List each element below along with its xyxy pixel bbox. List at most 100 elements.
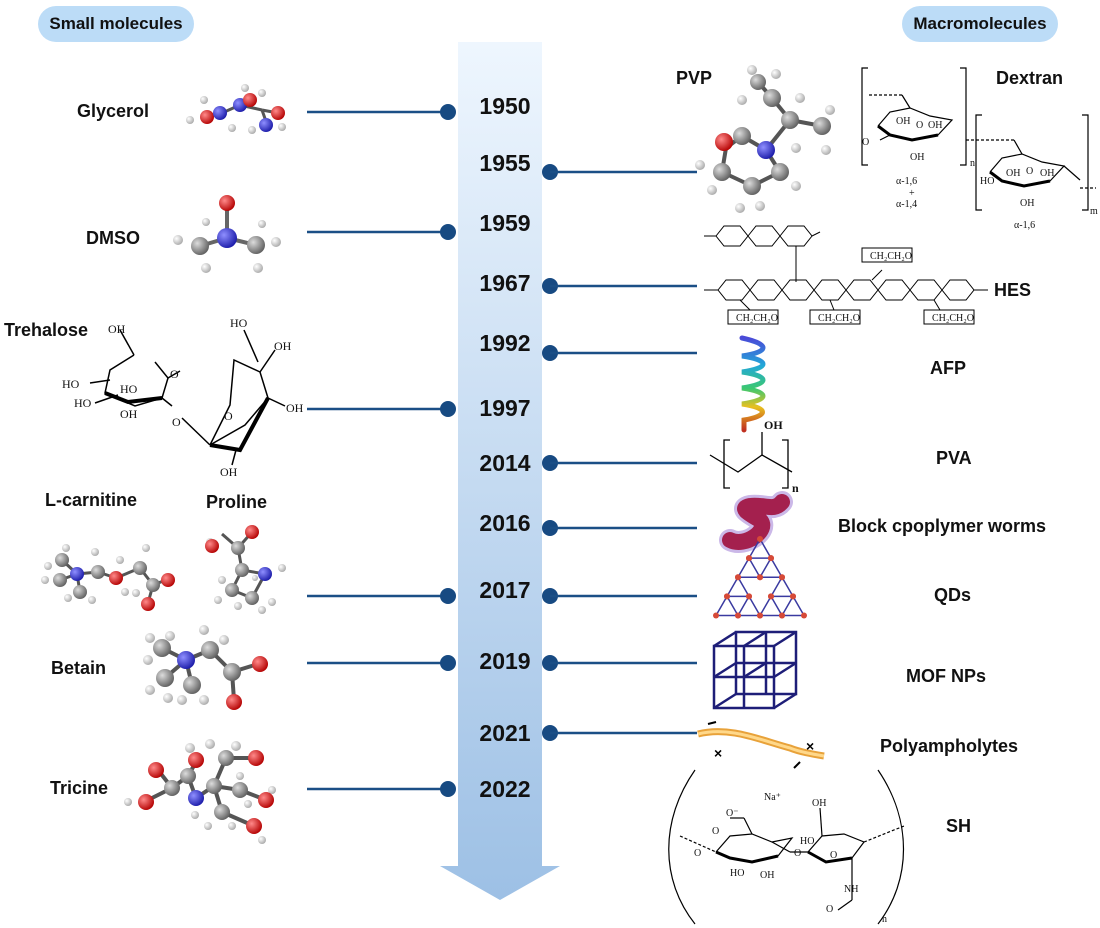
svg-text:O: O xyxy=(694,848,701,859)
qds-atom xyxy=(768,555,774,562)
year-label: 2016 xyxy=(479,510,531,536)
svg-text:OH: OH xyxy=(108,322,126,336)
qds-atom xyxy=(768,593,774,600)
svg-text:α-1,6: α-1,6 xyxy=(896,176,917,187)
year-label: 2021 xyxy=(479,720,531,746)
trehalose-label: Trehalose xyxy=(4,320,89,340)
svg-text:O: O xyxy=(712,826,719,837)
mof-image xyxy=(712,630,798,710)
qds-atom xyxy=(757,535,763,542)
year-label: 1997 xyxy=(479,395,531,421)
tricine-molecule-image xyxy=(124,739,276,844)
right-connectors xyxy=(542,164,697,741)
svg-text:OH: OH xyxy=(1040,168,1054,179)
year-label: 2017 xyxy=(479,577,531,603)
polyampholytes-image: × × xyxy=(697,721,825,769)
svg-text:CH₂CH₂O: CH₂CH₂O xyxy=(818,313,860,324)
qds-atom xyxy=(779,574,785,581)
betain-molecule-image xyxy=(143,625,268,710)
svg-text:n: n xyxy=(792,481,799,495)
mof-nps-label: MOF NPs xyxy=(906,666,987,686)
svg-text:OH: OH xyxy=(764,418,783,432)
tricine-label: Tricine xyxy=(50,778,109,798)
svg-text:OH: OH xyxy=(286,401,304,415)
svg-text:O: O xyxy=(172,415,181,429)
hes-structure xyxy=(704,225,988,325)
svg-text:OH: OH xyxy=(928,120,942,131)
l-carnitine-molecule-image xyxy=(41,544,175,611)
dextran-labels: O OH OH OH O O HO OH OH OH n m α-1,6 + α… xyxy=(862,116,1098,231)
svg-text:OH: OH xyxy=(120,407,138,421)
betain-label: Betain xyxy=(51,658,107,678)
year-label: 2019 xyxy=(479,648,531,674)
svg-text:HO: HO xyxy=(230,316,248,330)
svg-text:n: n xyxy=(970,158,975,169)
svg-text:HO: HO xyxy=(980,176,994,187)
year-label: 1967 xyxy=(479,270,531,296)
svg-text:OH: OH xyxy=(896,116,910,127)
svg-text:OH: OH xyxy=(760,870,774,881)
qds-atom xyxy=(724,593,730,600)
svg-text:HO: HO xyxy=(62,377,80,391)
small-molecules-header: Small molecules xyxy=(38,6,194,42)
qds-atom xyxy=(790,593,796,600)
sh-structure xyxy=(668,769,905,925)
macromolecules-header: Macromolecules xyxy=(902,6,1058,42)
svg-text:OH: OH xyxy=(274,339,292,353)
hes-labels: CH₂CH₂O CH₂CH₂O CH₂CH₂O CH₂CH₂O xyxy=(736,251,974,324)
year-label: 2014 xyxy=(479,450,531,476)
qds-atom xyxy=(735,612,741,619)
qds-atom xyxy=(757,612,763,619)
sh-labels: Na⁺ O⁻ O O HO OH O OH HO O NH O n xyxy=(694,792,887,925)
sh-label: SH xyxy=(946,816,972,836)
svg-text:HO: HO xyxy=(120,382,138,396)
svg-text:O: O xyxy=(1026,166,1033,177)
proline-label: Proline xyxy=(206,492,268,512)
svg-text:CH₂CH₂O: CH₂CH₂O xyxy=(932,313,974,324)
svg-text:CH₂CH₂O: CH₂CH₂O xyxy=(736,313,778,324)
dextran-label: Dextran xyxy=(996,68,1064,88)
pvp-label: PVP xyxy=(676,68,713,88)
svg-text:O: O xyxy=(170,367,179,381)
qds-atom xyxy=(746,593,752,600)
svg-text:HO: HO xyxy=(74,396,92,410)
glycerol-molecule-image xyxy=(186,84,286,134)
year-label: 1992 xyxy=(479,330,531,356)
hes-label: HES xyxy=(994,280,1032,300)
svg-text:CH₂CH₂O: CH₂CH₂O xyxy=(870,251,912,262)
svg-text:α-1,4: α-1,4 xyxy=(896,199,917,210)
qds-atom xyxy=(757,574,763,581)
dmso-molecule-image xyxy=(173,195,281,273)
qds-atom xyxy=(801,612,807,619)
qds-atom xyxy=(735,574,741,581)
left-connectors xyxy=(307,104,456,797)
svg-text:OH: OH xyxy=(910,152,924,163)
year-label: 1955 xyxy=(479,150,531,176)
pva-labels: OH n xyxy=(764,418,799,495)
qds-bond xyxy=(736,594,762,617)
svg-text:O: O xyxy=(916,120,923,131)
dextran-structure xyxy=(861,67,1096,211)
year-label: 1950 xyxy=(479,93,531,119)
qds-bond xyxy=(714,594,740,617)
svg-text:HO: HO xyxy=(730,868,744,879)
svg-text:OH: OH xyxy=(1006,168,1020,179)
qds-atom xyxy=(713,612,719,619)
qds-image xyxy=(713,535,807,619)
svg-text:O: O xyxy=(794,848,801,859)
afp-helix-image xyxy=(739,335,766,433)
svg-text:O: O xyxy=(830,850,837,861)
svg-text:OH: OH xyxy=(812,798,826,809)
timeline-arrow xyxy=(440,42,560,900)
svg-text:m: m xyxy=(1090,206,1098,217)
qds-bond xyxy=(747,537,773,559)
dmso-label: DMSO xyxy=(86,228,140,248)
l-carnitine-label: L-carnitine xyxy=(45,490,138,510)
worm-image xyxy=(719,491,793,553)
svg-text:O: O xyxy=(826,904,833,915)
qds-bond xyxy=(736,556,762,578)
year-label: 2022 xyxy=(479,776,531,802)
qds-bond xyxy=(758,594,784,617)
svg-text:OH: OH xyxy=(1020,198,1034,209)
